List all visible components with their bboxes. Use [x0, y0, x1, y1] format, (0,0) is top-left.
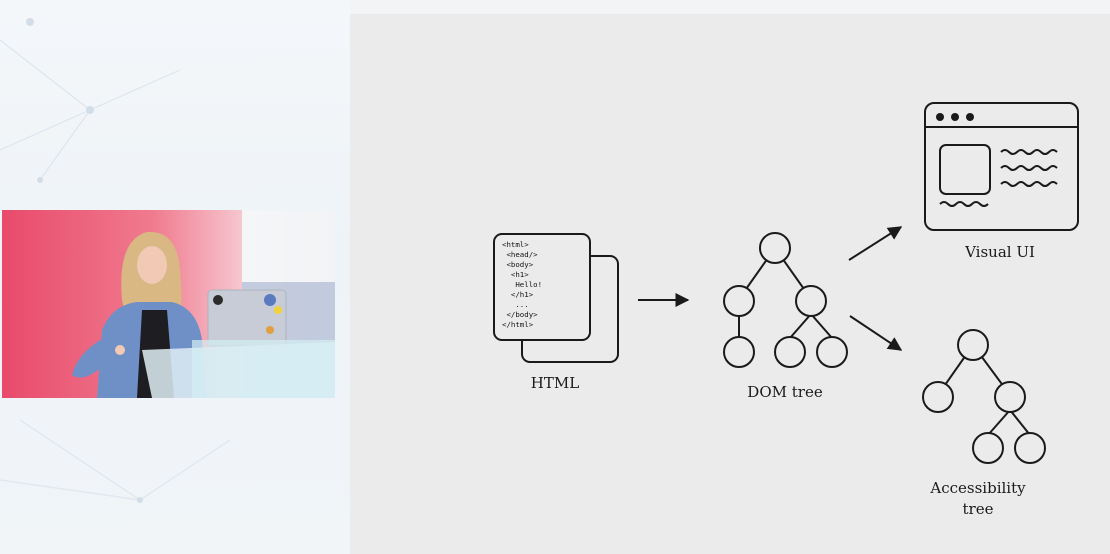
accessibility-tree-icon [922, 329, 1046, 464]
dom-tree-icon [723, 232, 848, 368]
code-line: <head/> [502, 250, 538, 259]
dom-tree-label: DOM tree [747, 383, 823, 401]
html-label: HTML [530, 374, 580, 392]
accessibility-label-line-1: Accessibility [930, 479, 1026, 497]
code-line: ... [502, 300, 529, 309]
window-dots-icon [936, 113, 974, 121]
presentation-slide: <html> <head/> <body> <h1> Hello! </h1> … [350, 14, 1110, 554]
network-pattern [0, 18, 231, 503]
arrow-dom-to-accessibility [849, 315, 903, 351]
code-line: </html> [502, 320, 534, 329]
accessibility-tree-label: Accessibility tree [918, 478, 1038, 520]
arrow-dom-to-visual [848, 226, 903, 261]
code-line: Hello! [502, 280, 543, 289]
html-code-snippet: <html> <head/> <body> <h1> Hello! </h1> … [502, 240, 542, 330]
accessibility-label-line-2: tree [962, 500, 994, 518]
browser-window-icon [924, 102, 1079, 231]
code-line: </body> [502, 310, 538, 319]
speaker-face [137, 246, 167, 284]
code-line: <body> [502, 260, 534, 269]
speaker-video-feed [2, 210, 335, 398]
code-line: <html> [502, 240, 529, 249]
code-line: </h1> [502, 290, 534, 299]
code-line: <h1> [502, 270, 529, 279]
rendering-pipeline-diagram [493, 102, 1079, 464]
html-document-front [493, 233, 591, 341]
visual-ui-label: Visual UI [965, 243, 1035, 261]
